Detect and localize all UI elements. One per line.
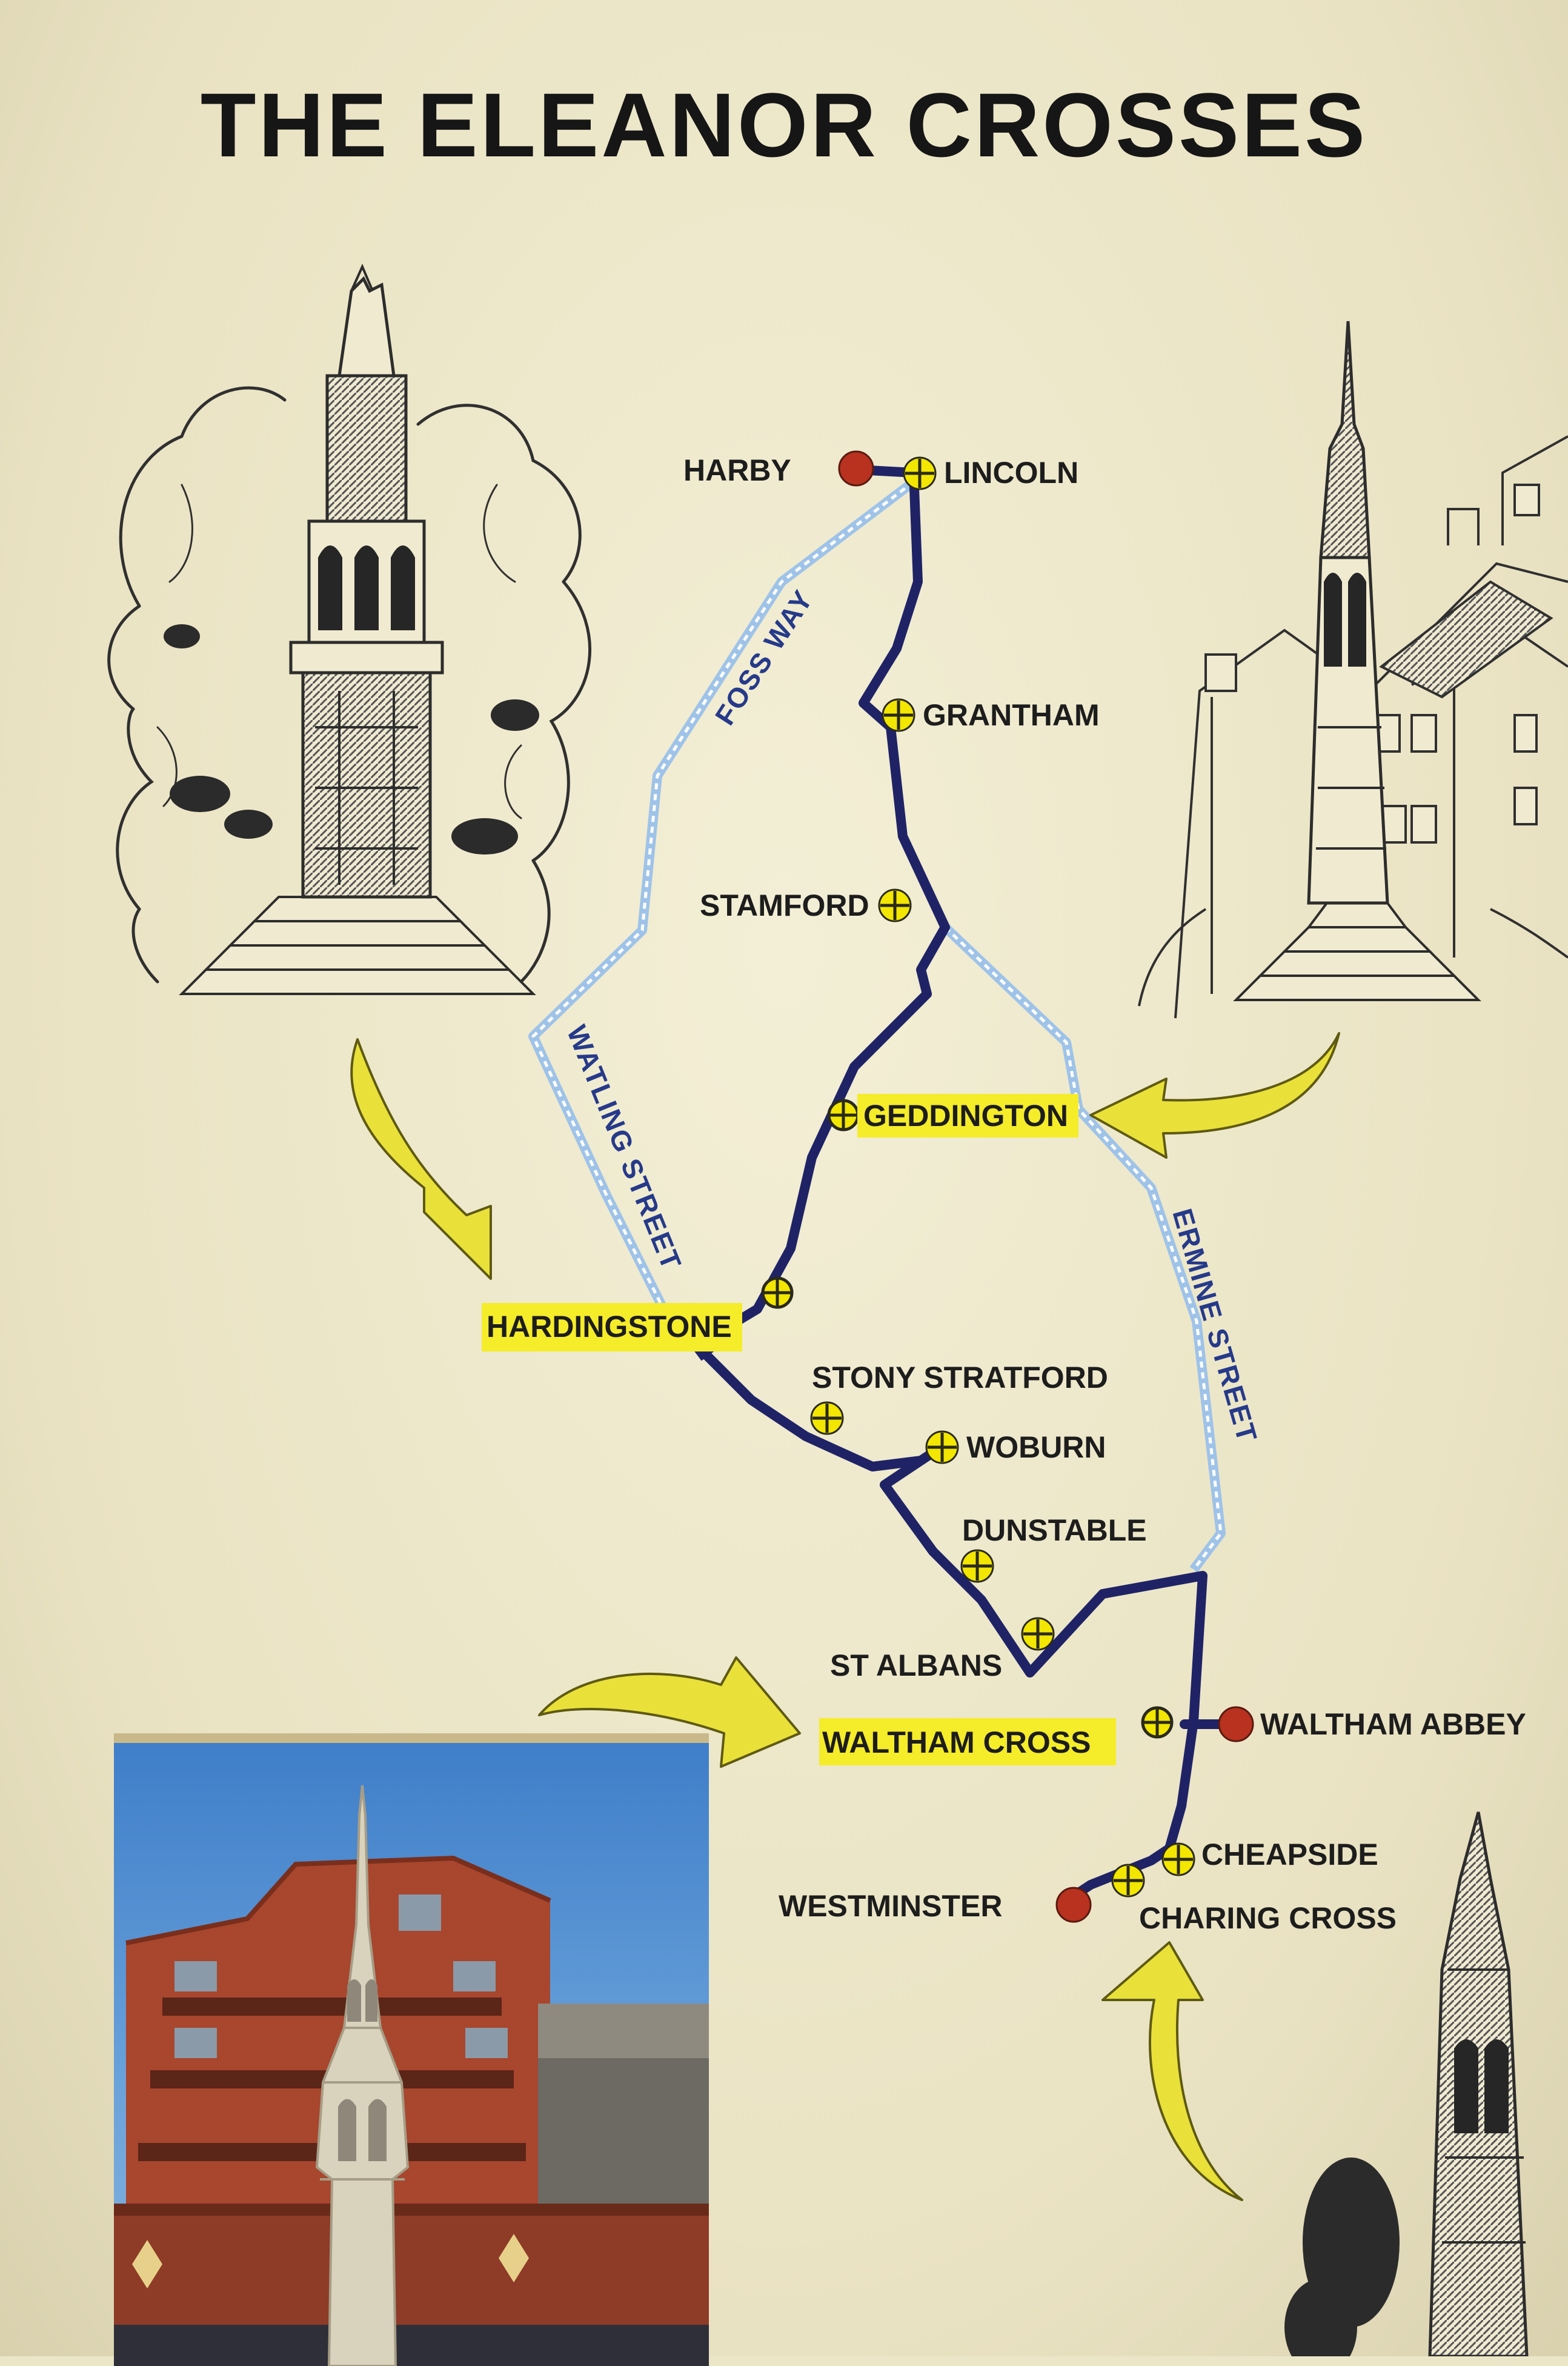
woburn-cross-icon — [926, 1431, 958, 1463]
label-harby: HARBY — [683, 453, 791, 487]
label-westminster: WESTMINSTER — [779, 1889, 1002, 1923]
charing-cross-cross-icon — [1112, 1865, 1144, 1896]
waltham-cross-circled-cross-icon — [1141, 1706, 1174, 1739]
westminster-red-dot-icon — [1055, 1887, 1092, 1923]
geddington-highlight — [857, 1094, 1078, 1138]
charing-cross-illustration — [1284, 1811, 1529, 2356]
label-woburn: WOBURN — [966, 1430, 1106, 1464]
label-hardingstone: HARDINGSTONE — [487, 1310, 732, 1344]
label-cheapside: CHEAPSIDE — [1201, 1838, 1378, 1871]
hardingstone-cross-illustration — [107, 264, 592, 995]
waltham-abbey-red-dot-icon — [1218, 1706, 1254, 1742]
highlight-boxes — [482, 1094, 1116, 1765]
place-labels: HARBY LINCOLN GRANTHAM STAMFORD GEDDINGT… — [487, 453, 1526, 1935]
stamford-cross-icon — [879, 890, 911, 921]
label-ermine-street: ERMINE STREET — [1166, 1205, 1263, 1446]
label-geddington: GEDDINGTON — [863, 1099, 1068, 1133]
grantham-cross-icon — [883, 699, 914, 731]
geddington-arrow-icon — [1089, 1032, 1340, 1159]
label-lincoln: LINCOLN — [944, 456, 1078, 490]
label-grantham: GRANTHAM — [923, 698, 1100, 732]
endpoint-markers — [838, 450, 1254, 1923]
label-dunstable: DUNSTABLE — [962, 1513, 1147, 1547]
waltham-cross-highlight — [819, 1718, 1116, 1765]
label-charing-cross: CHARING CROSS — [1139, 1901, 1397, 1935]
photo-drawing — [114, 1785, 709, 2366]
label-st-albans: ST ALBANS — [830, 1648, 1002, 1682]
geddington-circled-cross-icon — [827, 1099, 860, 1131]
charing-cross-arrow-icon — [1101, 1941, 1243, 2201]
waltham-cross-arrow-icon — [538, 1656, 801, 1768]
geddington-cross-illustration — [1138, 321, 1568, 1019]
label-stamford: STAMFORD — [700, 888, 869, 922]
hardingstone-arrow-icon — [350, 1038, 492, 1280]
pointer-arrows — [350, 1032, 1340, 2201]
cross-markers — [761, 458, 1194, 1896]
dunstable-cross-icon — [962, 1550, 993, 1582]
hardingstone-highlight — [482, 1303, 742, 1351]
label-waltham-cross: WALTHAM CROSS — [822, 1725, 1091, 1759]
harby-red-dot-icon — [838, 450, 874, 487]
label-waltham-abbey: WALTHAM ABBEY — [1260, 1707, 1526, 1741]
procession-route — [693, 465, 1241, 1902]
lincoln-cross-icon — [904, 458, 935, 489]
stony-stratford-cross-icon — [811, 1402, 843, 1434]
map-title: THE ELEANOR CROSSES — [200, 74, 1368, 176]
roman-roads — [528, 478, 1226, 1573]
label-stony-stratford: STONY STRATFORD — [812, 1361, 1108, 1395]
hardingstone-circled-cross-icon — [761, 1276, 794, 1309]
waltham-cross-photo — [114, 1733, 709, 2366]
cheapside-cross-icon — [1163, 1844, 1194, 1875]
st-albans-cross-icon — [1022, 1618, 1054, 1650]
